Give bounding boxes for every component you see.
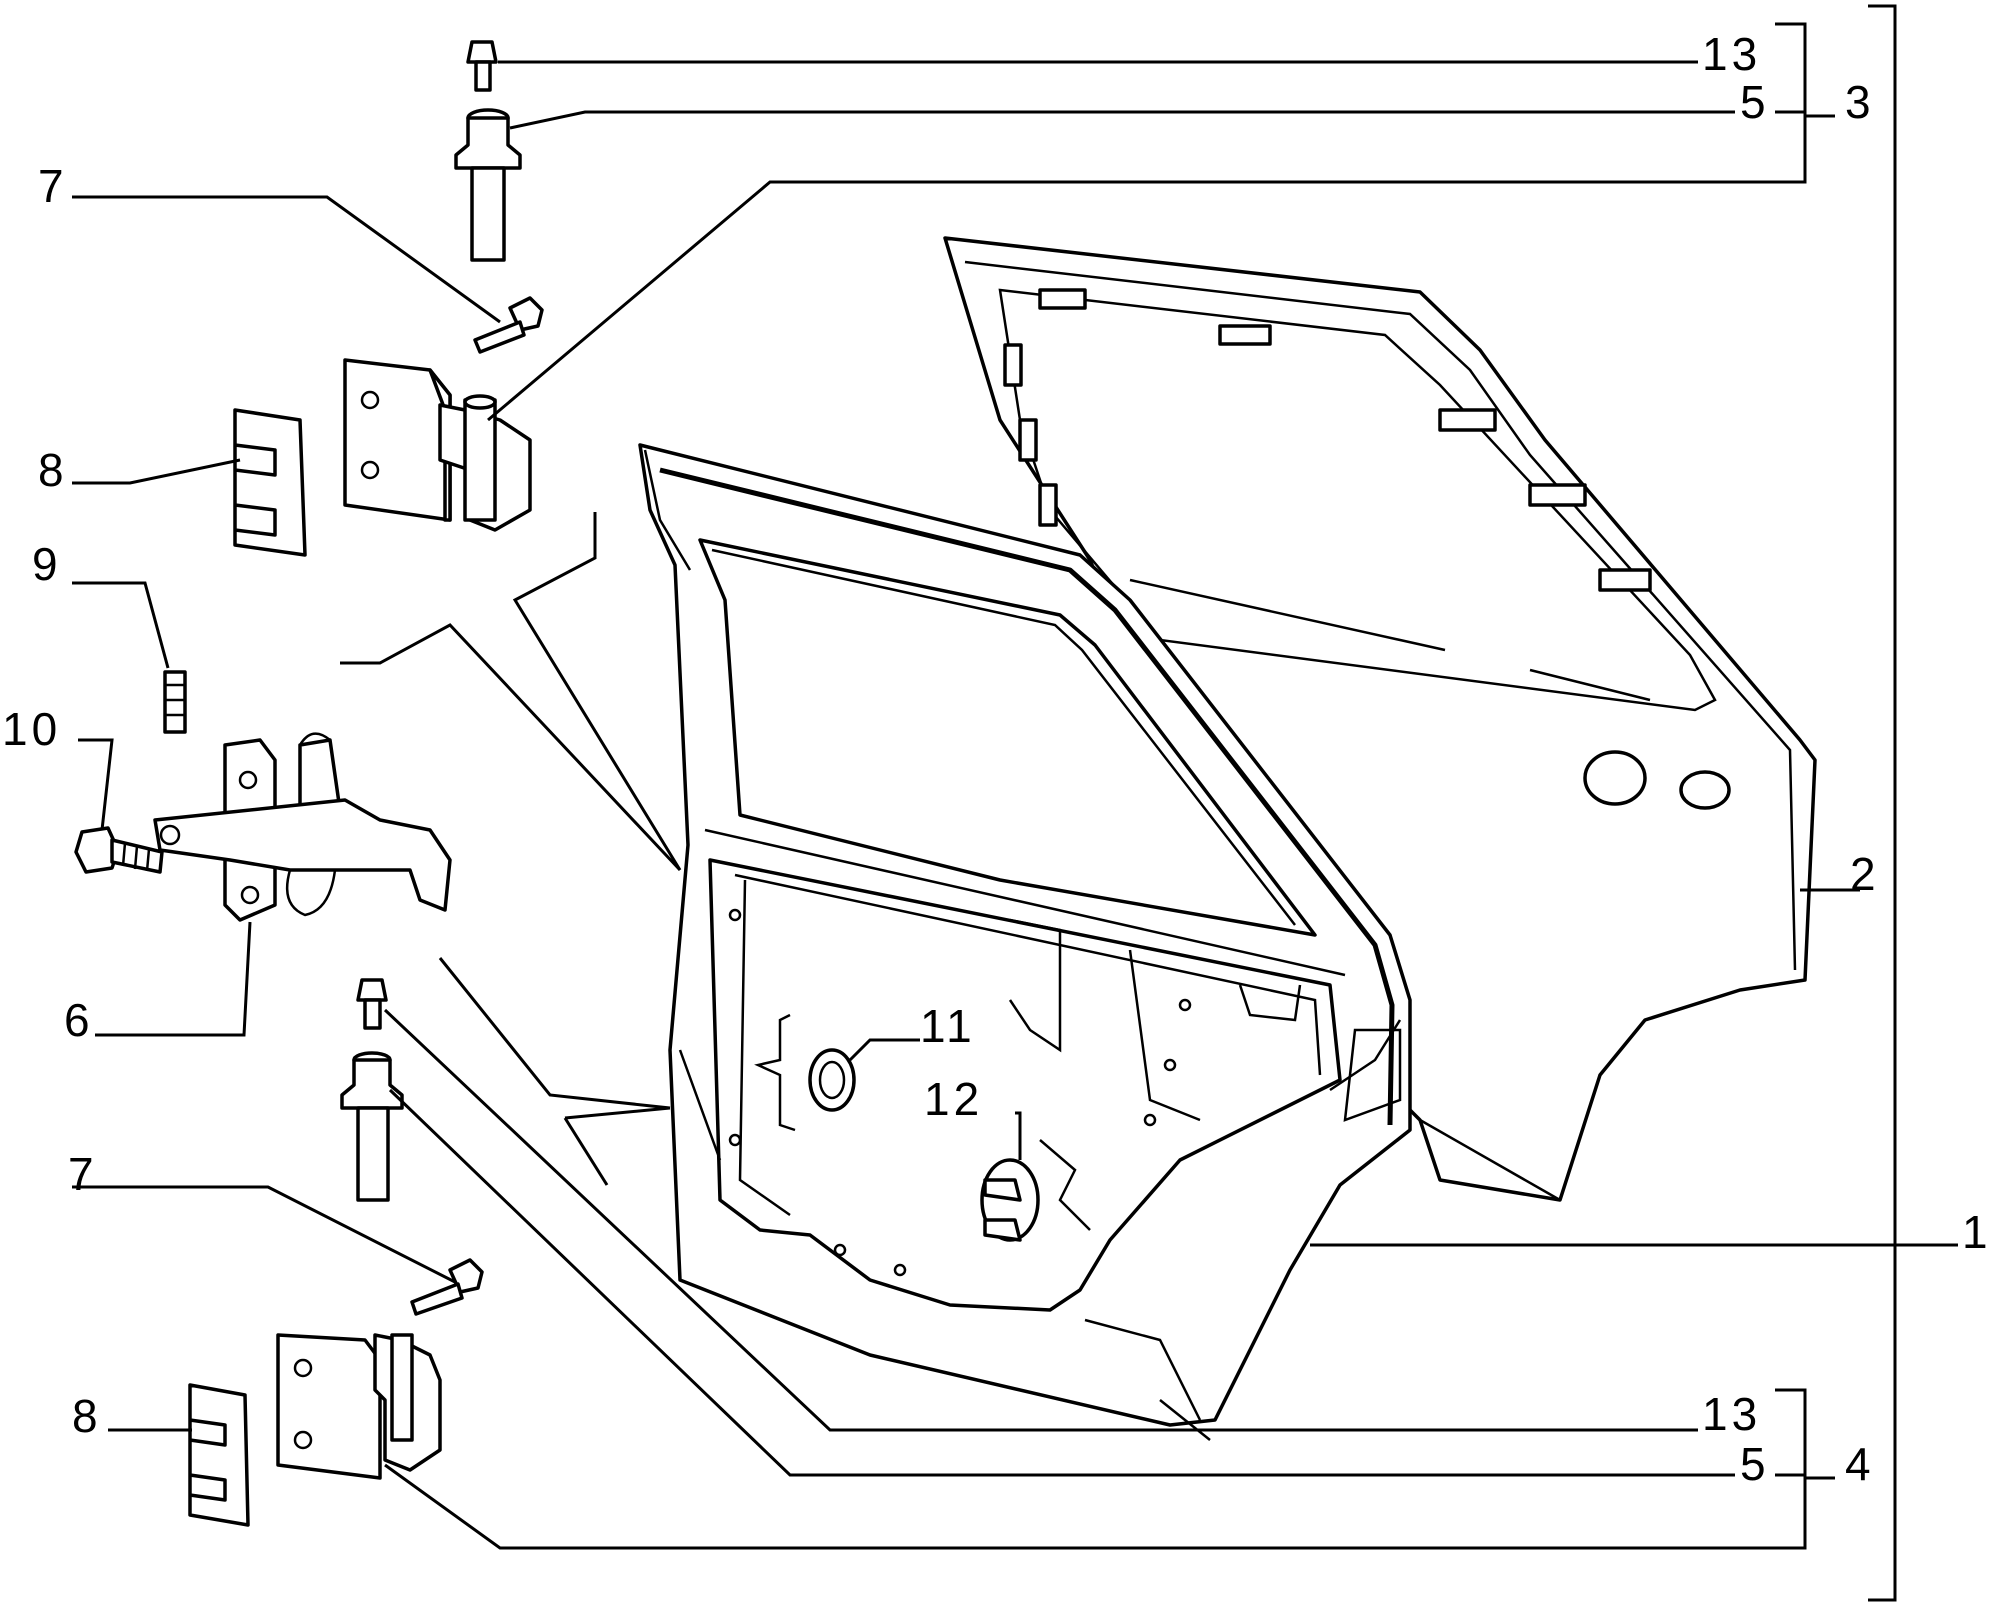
shim-upper (233, 408, 307, 557)
callout-11: 11 (920, 1000, 976, 1052)
callout-12: 12 (924, 1073, 983, 1125)
callout-7-lower: 7 (68, 1148, 98, 1200)
callout-labels: 13 5 3 7 8 9 10 6 11 12 2 1 7 8 13 5 4 (2, 28, 1990, 1490)
shim-lower (188, 1383, 250, 1527)
upper-hinge-assembly (343, 40, 544, 532)
callout-4: 4 (1845, 1438, 1875, 1490)
outer-door-panel (943, 236, 1817, 1202)
callout-5-upper: 5 (1740, 76, 1770, 128)
callout-8-lower: 8 (72, 1390, 102, 1442)
callout-5-lower: 5 (1740, 1438, 1770, 1490)
callout-8-upper: 8 (38, 444, 68, 496)
callout-3: 3 (1845, 76, 1875, 128)
callout-6: 6 (64, 994, 94, 1046)
lower-hinge-assembly (276, 978, 484, 1480)
part-12-clip (980, 1158, 1040, 1242)
leader-lines (72, 4, 1958, 1602)
check-strap-6 (153, 732, 452, 922)
callout-10: 10 (2, 703, 61, 755)
callout-13-lower: 13 (1702, 1388, 1761, 1440)
stud-9 (163, 670, 187, 734)
alignment-lines (340, 512, 682, 1186)
callout-7-upper: 7 (38, 160, 68, 212)
callout-2: 2 (1850, 848, 1880, 900)
callout-13-upper: 13 (1702, 28, 1761, 80)
bolt-10 (74, 826, 164, 874)
callout-1: 1 (1962, 1206, 1990, 1258)
part-11-plug (754, 1013, 856, 1132)
callout-9: 9 (32, 538, 62, 590)
inner-door-frame (638, 443, 1412, 1441)
